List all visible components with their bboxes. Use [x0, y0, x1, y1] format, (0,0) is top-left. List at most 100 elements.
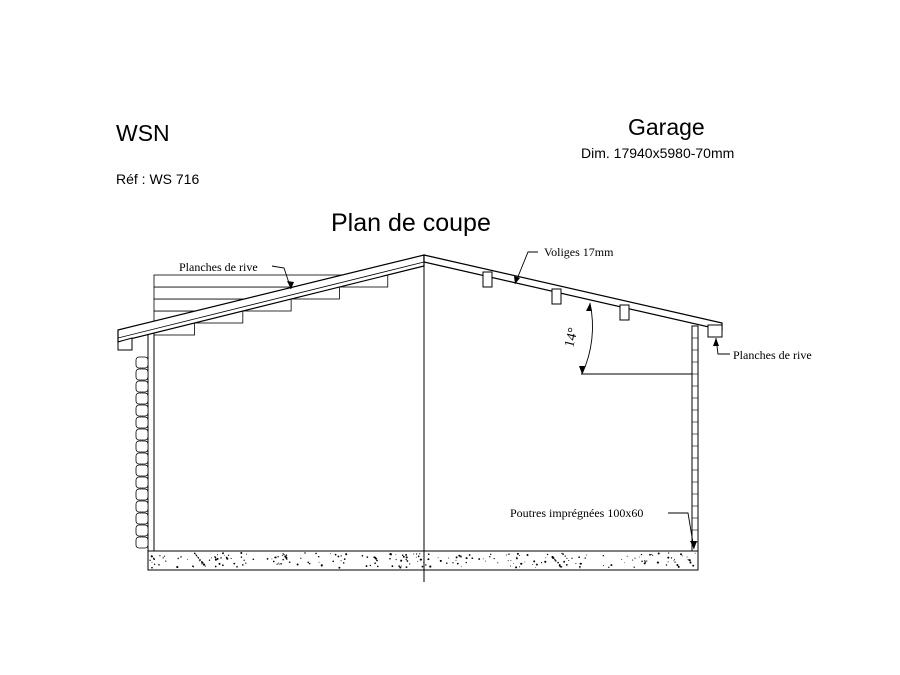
concrete-speckle: [389, 553, 392, 556]
concrete-speckle: [505, 554, 507, 556]
concrete-speckle: [465, 561, 467, 564]
concrete-speckle: [340, 555, 342, 557]
concrete-speckle: [245, 562, 247, 564]
concrete-speckle: [427, 553, 430, 556]
concrete-speckle: [667, 556, 670, 559]
concrete-speckle: [330, 552, 331, 554]
concrete-speckle: [563, 560, 566, 563]
concrete-speckle: [307, 561, 309, 564]
concrete-speckle: [218, 562, 221, 565]
concrete-speckle: [586, 554, 588, 556]
concrete-speckle: [399, 566, 402, 569]
concrete-speckle: [289, 561, 291, 563]
concrete-speckle: [405, 566, 408, 569]
concrete-speckle: [448, 557, 450, 559]
concrete-speckle: [281, 555, 283, 556]
log-end: [135, 500, 149, 513]
concrete-speckle: [278, 563, 280, 565]
concrete-speckle: [246, 553, 248, 555]
drawing-title: Plan de coupe: [331, 209, 491, 237]
concrete-speckle: [456, 562, 459, 565]
concrete-speckle: [345, 553, 348, 556]
concrete-speckle: [579, 562, 582, 565]
concrete-speckle: [285, 554, 288, 556]
dimensions-text: Dim. 17940x5980-70mm: [581, 145, 735, 161]
concrete-speckle: [651, 553, 653, 555]
label-planches-rive-left: Planches de rive: [179, 260, 258, 274]
concrete-speckle: [162, 557, 164, 559]
concrete-speckle: [413, 553, 415, 555]
concrete-speckle: [640, 553, 643, 556]
log-end: [135, 476, 149, 489]
label-poutres: Poutres imprégnées 100x60: [510, 506, 643, 520]
concrete-speckle: [214, 565, 217, 568]
concrete-speckle: [375, 557, 378, 560]
concrete-speckle: [272, 560, 275, 563]
concrete-speckle: [429, 565, 432, 568]
angle-dimension: [579, 302, 692, 375]
log-end: [135, 356, 149, 369]
log-end: [135, 404, 149, 417]
concrete-speckle: [667, 561, 669, 563]
concrete-speckle: [402, 555, 405, 558]
concrete-speckle: [187, 558, 188, 560]
concrete-speckle: [374, 562, 376, 565]
concrete-speckle: [201, 561, 204, 564]
concrete-speckle: [515, 557, 518, 560]
concrete-speckle: [520, 562, 523, 565]
log-end: [135, 536, 149, 549]
log-end: [135, 392, 149, 405]
concrete-speckle: [203, 563, 206, 566]
concrete-speckle: [200, 559, 202, 561]
foundation-slab: [147, 550, 699, 571]
concrete-speckle: [337, 555, 340, 558]
concrete-speckle: [568, 559, 570, 561]
concrete-speckle: [395, 559, 397, 561]
concrete-speckle: [165, 560, 167, 562]
concrete-speckle: [509, 565, 512, 567]
concrete-speckle: [507, 560, 509, 562]
concrete-speckle: [320, 564, 323, 567]
log-end: [135, 380, 149, 393]
concrete-speckle: [318, 561, 320, 563]
concrete-speckle: [676, 563, 679, 567]
concrete-speckle: [220, 557, 222, 559]
concrete-speckle: [230, 557, 232, 559]
concrete-speckle: [681, 555, 683, 557]
concrete-speckle: [540, 562, 543, 564]
concrete-speckle: [478, 558, 481, 560]
concrete-speckle: [608, 566, 610, 568]
right-wall: [691, 325, 699, 552]
concrete-speckle: [545, 557, 547, 559]
concrete-speckle: [222, 564, 224, 567]
concrete-speckle: [158, 564, 160, 566]
right-roof: [423, 254, 723, 338]
concrete-speckle: [242, 564, 244, 566]
concrete-speckle: [657, 552, 660, 555]
concrete-speckle: [656, 561, 659, 564]
concrete-speckle: [544, 560, 547, 563]
concrete-speckle: [376, 559, 378, 562]
rafter-3: [619, 304, 630, 321]
concrete-speckle: [415, 556, 417, 558]
concrete-speckle: [490, 553, 492, 555]
concrete-speckle: [641, 560, 643, 563]
concrete-speckle: [623, 562, 625, 564]
concrete-speckle: [222, 552, 224, 555]
fascia-right: [707, 324, 723, 338]
concrete-speckle: [575, 562, 577, 564]
concrete-speckle: [668, 552, 670, 554]
concrete-speckle: [194, 553, 196, 555]
concrete-speckle: [565, 564, 568, 566]
concrete-speckle: [555, 560, 557, 562]
product-title: Garage: [628, 114, 705, 140]
concrete-speckle: [204, 565, 206, 567]
concrete-speckle: [216, 554, 219, 556]
concrete-speckle: [343, 558, 346, 560]
concrete-speckle: [644, 561, 647, 563]
concrete-speckle: [446, 562, 448, 564]
concrete-speckle: [334, 553, 337, 556]
concrete-speckle: [198, 560, 200, 562]
log-end: [135, 512, 149, 525]
